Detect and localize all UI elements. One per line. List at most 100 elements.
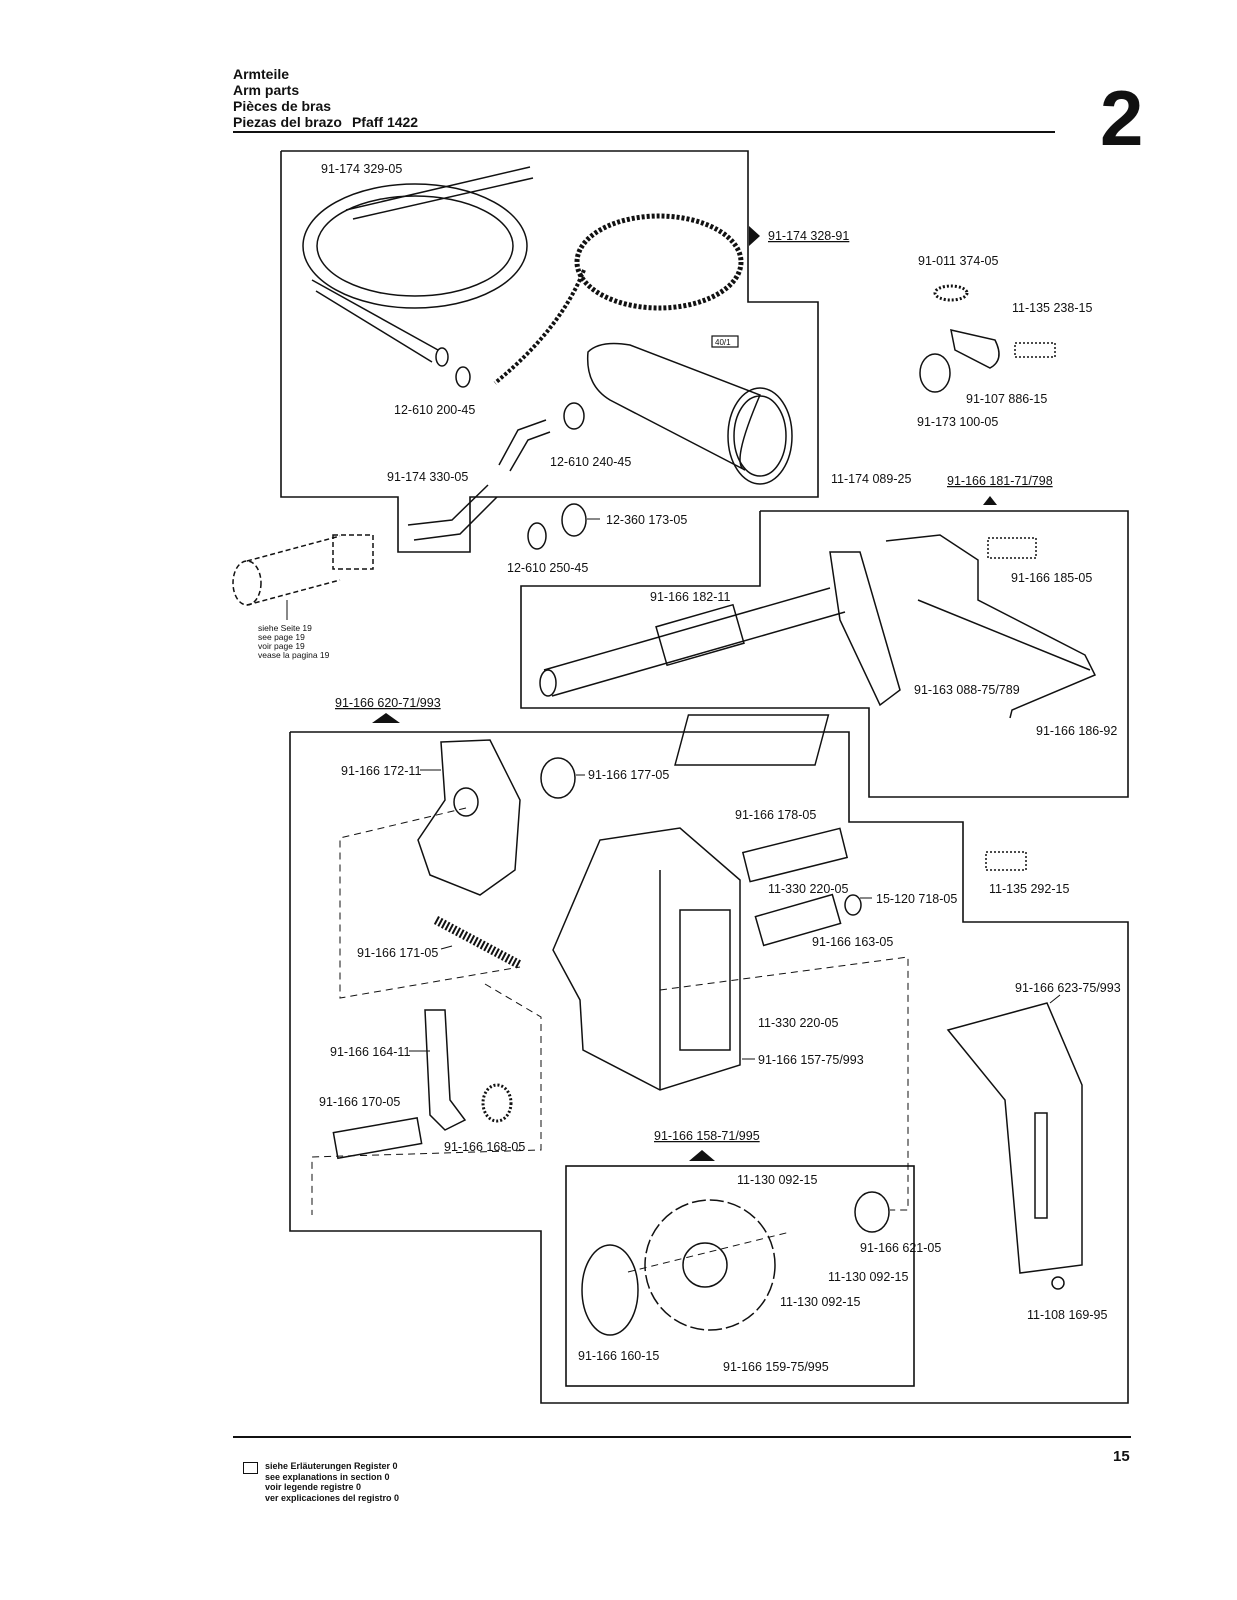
spring-168-drawing xyxy=(481,1083,513,1123)
screw-292-drawing xyxy=(985,851,1027,871)
pin-178-drawing xyxy=(741,827,849,883)
label-166-186-92: 91-166 186-92 xyxy=(1036,724,1117,738)
gear-159-drawing xyxy=(644,1199,776,1331)
housing-group-boundary xyxy=(289,731,1129,1404)
label-135-238-15: 11-135 238-15 xyxy=(1012,301,1092,315)
section-number: 2 xyxy=(1100,74,1144,162)
part-labels: 91-174 329-05 91-174 328-91 91-011 374-0… xyxy=(319,162,1121,1374)
ring-250-drawing xyxy=(527,522,547,550)
page-header: Armteile Arm parts Pièces de bras Piezas… xyxy=(233,66,418,130)
label-166-164-11: 91-166 164-11 xyxy=(330,1045,410,1059)
spring-171-drawing xyxy=(433,916,523,969)
wick-drawing xyxy=(493,213,744,385)
see-page-en: see page 19 xyxy=(258,632,305,642)
pin-170-drawing xyxy=(332,1117,423,1160)
label-130-092-15-b: 11-130 092-15 xyxy=(828,1270,908,1284)
legend-text: siehe Erläuterungen Register 0 see expla… xyxy=(265,1461,399,1503)
pedal-088-drawing xyxy=(674,714,830,766)
legend-box-icon xyxy=(243,1462,258,1474)
retaining-ring-240-drawing xyxy=(563,402,585,430)
label-166-170-05: 91-166 170-05 xyxy=(319,1095,400,1109)
gear-group-boundary xyxy=(565,1165,915,1387)
assembly-boundaries xyxy=(280,150,1129,1404)
screw-185-drawing xyxy=(987,537,1037,559)
page-number: 15 xyxy=(1113,1448,1130,1465)
legend-line-es: ver explicaciones del registro 0 xyxy=(265,1492,400,1503)
label-166-160-15: 91-166 160-15 xyxy=(578,1349,659,1363)
label-166-171-05: 91-166 171-05 xyxy=(357,946,438,960)
see-page-note: siehe Seite 19 see page 19 voir page 19 … xyxy=(258,623,330,660)
elbow-tube-drawing xyxy=(498,419,551,472)
marker-triangle-181 xyxy=(983,496,997,505)
label-330-220-05-b: 11-330 220-05 xyxy=(758,1016,838,1030)
plate-623-drawing xyxy=(946,1002,1083,1274)
sleeve-100-drawing xyxy=(919,353,951,393)
leader-lines xyxy=(286,518,1061,1060)
label-166-172-11: 91-166 172-11 xyxy=(341,764,421,778)
label-107-886-15: 91-107 886-15 xyxy=(966,392,1047,406)
header-title-fr: Pièces de bras xyxy=(233,98,332,114)
bushing-177-drawing xyxy=(540,757,576,799)
screw-169-drawing xyxy=(1051,1276,1065,1290)
label-163-088-75-789: 91-163 088-75/789 xyxy=(914,683,1020,697)
label-135-292-15: 11-135 292-15 xyxy=(989,882,1069,896)
label-166-181-71-798: 91-166 181-71/798 xyxy=(947,474,1053,488)
spring-374-drawing xyxy=(933,284,969,302)
label-166-159-75-995: 91-166 159-75/995 xyxy=(723,1360,829,1374)
lever-172-drawing xyxy=(417,739,521,896)
hole-172-drawing xyxy=(453,787,479,817)
see-page-part-drawing xyxy=(232,534,374,606)
screw-238-drawing xyxy=(1014,342,1056,358)
legend-line-fr: voir legende registre 0 xyxy=(265,1482,362,1492)
pin-163-drawing xyxy=(754,893,842,947)
group-markers xyxy=(372,226,997,1161)
label-166-623-75-993: 91-166 623-75/993 xyxy=(1015,981,1121,995)
legend-line-en: see explanations in section 0 xyxy=(265,1471,390,1482)
oil-reservoir-drawing xyxy=(586,335,793,485)
label-120-718-05: 15-120 718-05 xyxy=(876,892,957,906)
label-173-100-05: 91-173 100-05 xyxy=(917,415,998,429)
washer-173-drawing xyxy=(561,503,587,537)
assembly-dash-lines xyxy=(311,807,909,1273)
header-title-en: Arm parts xyxy=(233,82,300,98)
label-166-158-71-995: 91-166 158-71/995 xyxy=(654,1129,760,1143)
label-166-620-71-993: 91-166 620-71/993 xyxy=(335,696,441,710)
label-330-220-05-a: 11-330 220-05 xyxy=(768,882,848,896)
model-name: Pfaff 1422 xyxy=(351,114,419,130)
see-page-fr: voir page 19 xyxy=(258,641,305,651)
bracket-186-drawing xyxy=(885,534,1097,719)
label-box-40: 40/1 xyxy=(715,338,731,347)
label-610-250-45: 12-610 250-45 xyxy=(507,561,588,575)
label-011-374-05: 91-011 374-05 xyxy=(918,254,998,268)
see-page-de: siehe Seite 19 xyxy=(258,623,312,633)
disc-160-drawing xyxy=(581,1244,639,1336)
label-108-169-95: 11-108 169-95 xyxy=(1027,1308,1107,1322)
label-166-621-05: 91-166 621-05 xyxy=(860,1241,941,1255)
oil-tube-drawing xyxy=(302,166,534,367)
shaft-group-boundary xyxy=(520,510,1129,798)
header-rule xyxy=(233,131,1055,133)
sleeve-621-drawing xyxy=(854,1191,890,1233)
label-166-182-11: 91-166 182-11 xyxy=(650,590,730,604)
label-166-157-75-993: 91-166 157-75/993 xyxy=(758,1053,864,1067)
marker-triangle-158 xyxy=(689,1150,715,1161)
marker-triangle-620 xyxy=(372,713,400,723)
gear-hub-drawing xyxy=(682,1242,728,1288)
label-166-168-05: 91-166 168-05 xyxy=(444,1140,525,1154)
header-title-de: Armteile xyxy=(233,66,290,82)
label-174-329-05: 91-174 329-05 xyxy=(321,162,402,176)
oil-reservoir-group-boundary xyxy=(280,150,819,553)
label-130-092-15-c: 11-130 092-15 xyxy=(780,1295,860,1309)
label-166-177-05: 91-166 177-05 xyxy=(588,768,669,782)
elbow-tube-lower-drawing xyxy=(407,484,498,541)
label-610-240-45: 12-610 240-45 xyxy=(550,455,631,469)
shaft-182-drawing xyxy=(539,551,901,707)
marker-triangle-328 xyxy=(749,226,760,246)
label-166-163-05: 91-166 163-05 xyxy=(812,935,893,949)
housing-157-drawing xyxy=(552,827,741,1091)
label-174-330-05: 91-174 330-05 xyxy=(387,470,468,484)
label-130-092-15-a: 11-130 092-15 xyxy=(737,1173,817,1187)
see-page-es: vease la pagina 19 xyxy=(258,650,330,660)
